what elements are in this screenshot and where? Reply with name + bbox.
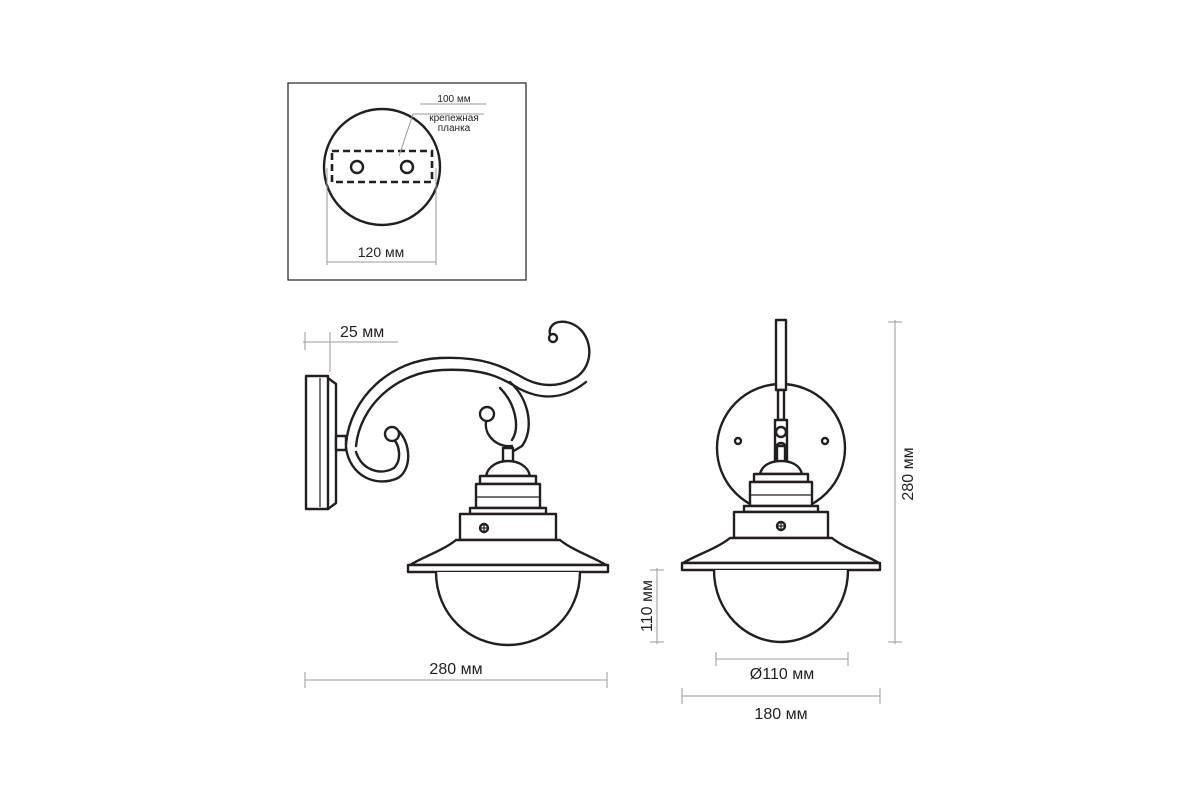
- shade-collar: [458, 512, 558, 542]
- glass-globe: [434, 571, 582, 647]
- hook-ball: [478, 405, 496, 423]
- base-diameter-label: 120 мм: [358, 244, 405, 260]
- mount-screw-hole-right: [399, 159, 415, 175]
- hook-curl: [484, 420, 514, 448]
- hook-inner: [498, 386, 518, 442]
- wall-offset-label: 25 мм: [340, 324, 384, 341]
- lower-curl-ball: [383, 425, 401, 443]
- globe-diameter-label: Ø110 мм: [750, 666, 814, 683]
- mounting-plate-outline: [330, 149, 434, 184]
- mount-plate-label-line1: крепежная: [429, 113, 479, 124]
- scroll-arm-outer: [344, 320, 591, 446]
- wall-plate: [304, 374, 330, 511]
- lower-curl-inner: [354, 436, 401, 473]
- mount-width-label: 100 мм: [437, 94, 470, 105]
- plate-leader-line: [398, 113, 484, 157]
- mount-screw-hole-left: [349, 159, 365, 175]
- lamp-shade: [408, 538, 608, 567]
- lamp-side-view: 25 мм 280 мм: [303, 320, 610, 688]
- front-glass-globe: [712, 569, 850, 644]
- shade-height-label: 110 мм: [639, 580, 656, 632]
- shade-rim: [406, 563, 610, 574]
- mount-base-inset: 100 мм крепежная планка 120 мм: [287, 82, 527, 281]
- front-shade-rim: [680, 561, 882, 572]
- lower-curl-outer: [344, 426, 410, 483]
- arm-tip-ball: [547, 332, 559, 344]
- front-shade: [681, 536, 881, 565]
- front-width-label: 180 мм: [754, 706, 807, 723]
- total-height-label: 280 мм: [900, 447, 917, 500]
- mount-plate-label-line2: планка: [438, 123, 471, 134]
- front-arm-top: [774, 318, 788, 392]
- lamp-body: [474, 482, 542, 510]
- lamp-cap: [484, 459, 532, 478]
- total-depth-label: 280 мм: [429, 661, 482, 678]
- front-arm-mid: [776, 388, 786, 422]
- base-disc: [322, 107, 442, 227]
- lamp-front-view: 110 мм Ø110 мм 180 мм 280 мм: [639, 318, 917, 723]
- front-body: [748, 480, 814, 508]
- arm-connector: [334, 434, 348, 452]
- hook-outer: [508, 380, 530, 454]
- scroll-arm-inner: [354, 368, 588, 448]
- front-cap: [758, 459, 804, 476]
- inset-frame: [287, 82, 527, 281]
- front-hole-left: [733, 436, 743, 446]
- front-hole-right: [820, 436, 830, 446]
